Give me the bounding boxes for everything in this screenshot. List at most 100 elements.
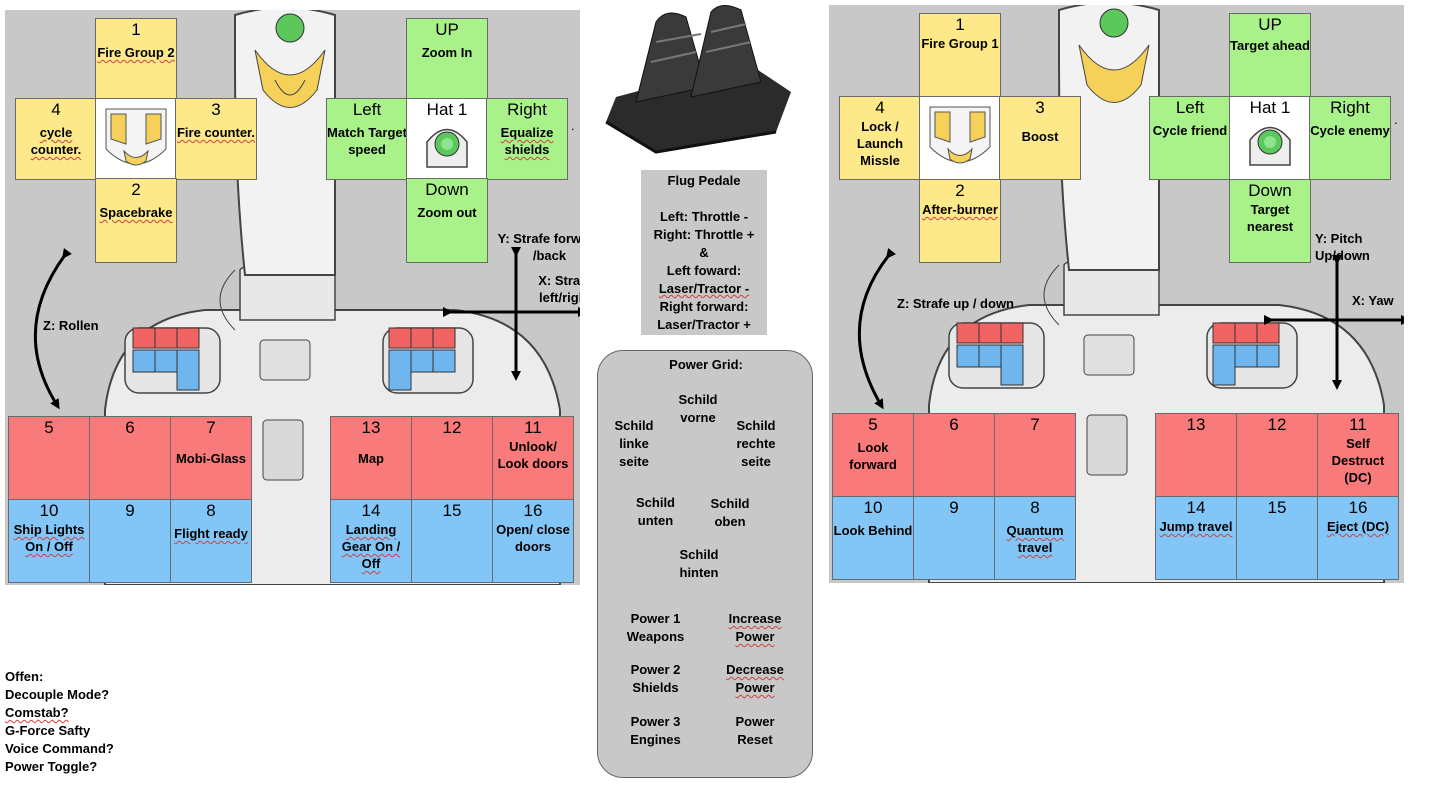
button-8: 8 Quantum travel <box>994 496 1076 580</box>
hat-direction: Left <box>352 100 382 119</box>
button-6: 6 <box>89 416 171 500</box>
hat-direction: Down <box>1248 181 1292 200</box>
hat-label: Target ahead <box>1230 38 1310 53</box>
axis-arrows <box>33 247 580 410</box>
button-13: 13 Map <box>330 416 412 500</box>
button-label: Fire Group 1 <box>921 36 999 51</box>
button-number: 2 <box>955 181 965 200</box>
hat-direction: Right <box>1330 98 1370 117</box>
button-number: 3 <box>1035 98 1045 117</box>
shield-top: Schild oben <box>710 496 750 529</box>
hat1-up: UP Zoom In <box>406 18 488 100</box>
button-3: 3 Boost <box>999 96 1081 180</box>
button-number: 12 <box>1267 415 1287 434</box>
button-1: 1 Fire Group 2 <box>95 18 177 100</box>
button-number: 1 <box>131 20 141 39</box>
button-number: 2 <box>131 180 141 199</box>
button-label: Boost <box>1021 129 1059 144</box>
button-number: 12 <box>442 418 462 437</box>
stray-dot: . <box>571 118 575 133</box>
button-number: 4 <box>875 98 885 117</box>
power-2: Power 2 Shields <box>630 662 681 695</box>
hat-direction: Left <box>1175 98 1205 117</box>
button-number: 10 <box>39 501 59 520</box>
button-number: 11 <box>1349 415 1367 434</box>
pedals-line: Left foward: <box>666 263 742 278</box>
button-13: 13 <box>1155 413 1237 497</box>
button-10: 10 Look Behind <box>832 496 914 580</box>
button-16: 16 Eject (DC) <box>1317 496 1399 580</box>
button-10: 10 Ship Lights On / Off <box>8 499 90 583</box>
button-label: Jump travel <box>1159 519 1233 534</box>
y-axis-label: Y: Pitch Up/down <box>1315 231 1370 263</box>
hat1-center: Hat 1 <box>1229 96 1311 180</box>
power-grid-box: Power Grid: Schild vorne Schild linke se… <box>597 350 813 778</box>
button-number: 13 <box>1186 415 1206 434</box>
hat-switch-icon <box>1249 126 1291 166</box>
hat-label: Match Target speed <box>327 125 407 157</box>
button-11: 11 Unlook/ Look doors <box>492 416 574 500</box>
rudder-pedals-image <box>605 5 791 154</box>
hat1-center: Hat 1 <box>406 98 488 180</box>
button-label: Fire counter. <box>176 125 256 140</box>
note-text: Comstab? <box>5 705 69 720</box>
button-5: 5 <box>8 416 90 500</box>
button-number: 14 <box>361 501 381 520</box>
button-11: 11 Self Destruct (DC) <box>1317 413 1399 497</box>
notes-title: Offen: <box>5 669 44 684</box>
pedals-line: Laser/Tractor + <box>657 317 751 332</box>
power-grid-title: Power Grid: <box>669 357 743 372</box>
button-label: Map <box>358 451 384 466</box>
hat1-right: Right Equalize shields <box>486 98 568 180</box>
button-number: 6 <box>949 415 959 434</box>
button-3: 3 Fire counter. <box>175 98 257 180</box>
note-item: Comstab? <box>5 704 69 722</box>
button-label: Look forward <box>849 440 897 472</box>
button-label: Eject (DC) <box>1326 519 1390 534</box>
button-4: 4 cycle counter. <box>15 98 97 180</box>
hat1-down: Down Target nearest <box>1229 179 1311 263</box>
button-number: 15 <box>442 501 462 520</box>
button-label: Mobi-Glass <box>175 451 247 466</box>
button-label: Look Behind <box>833 523 913 538</box>
button-label: Ship Lights On / Off <box>13 522 85 554</box>
button-7: 7 <box>994 413 1076 497</box>
left-joystick-panel: 1 Fire Group 2 4 cycle counter. 3 Fire c… <box>5 10 580 585</box>
power-action-reset: Power Reset <box>735 714 775 747</box>
button-number: 1 <box>955 15 965 34</box>
x-axis-label: X: Yaw <box>1352 293 1394 308</box>
button-label: Landing Gear On / Off <box>341 522 401 571</box>
pedals-line: Right forward: <box>659 299 749 314</box>
button-label: Flight ready <box>174 526 248 541</box>
button-number: 5 <box>44 418 54 437</box>
hat1-down: Down Zoom out <box>406 178 488 263</box>
hat-label: Zoom out <box>417 205 477 220</box>
button-number: 8 <box>206 501 216 520</box>
hat-direction: UP <box>435 20 459 39</box>
button-number: 14 <box>1186 498 1206 517</box>
power-action-decrease: Decrease Power <box>726 662 784 695</box>
shield-back: Schild hinten <box>679 547 719 580</box>
button-6: 6 <box>913 413 995 497</box>
y-axis-label: Y: Strafe forward /back <box>497 231 580 263</box>
pedals-line: Right: Throttle + <box>653 227 755 242</box>
button-2: 2 After-burner <box>919 179 1001 263</box>
button-label: After-burner <box>922 202 998 217</box>
note-item: Voice Command? <box>5 741 114 756</box>
hat-switch-icon <box>426 128 468 168</box>
button-label: Lock / Launch Missle <box>856 119 904 168</box>
power-1: Power 1 Weapons <box>626 611 685 644</box>
button-15: 15 <box>411 499 493 583</box>
hat-label: Equalize shields <box>500 125 554 157</box>
button-number: 3 <box>211 100 221 119</box>
button-12: 12 <box>411 416 493 500</box>
button-2: 2 Spacebrake <box>95 178 177 263</box>
button-number: 8 <box>1030 498 1040 517</box>
shield-left: Schild linke seite <box>614 418 654 469</box>
button-7: 7 Mobi-Glass <box>170 416 252 500</box>
pedals-box: Flug Pedale Left: Throttle - Right: Thro… <box>641 170 767 335</box>
hat-direction: UP <box>1258 15 1282 34</box>
hat-name: Hat 1 <box>1249 98 1291 117</box>
button-number: 5 <box>868 415 878 434</box>
button-number: 16 <box>523 501 543 520</box>
